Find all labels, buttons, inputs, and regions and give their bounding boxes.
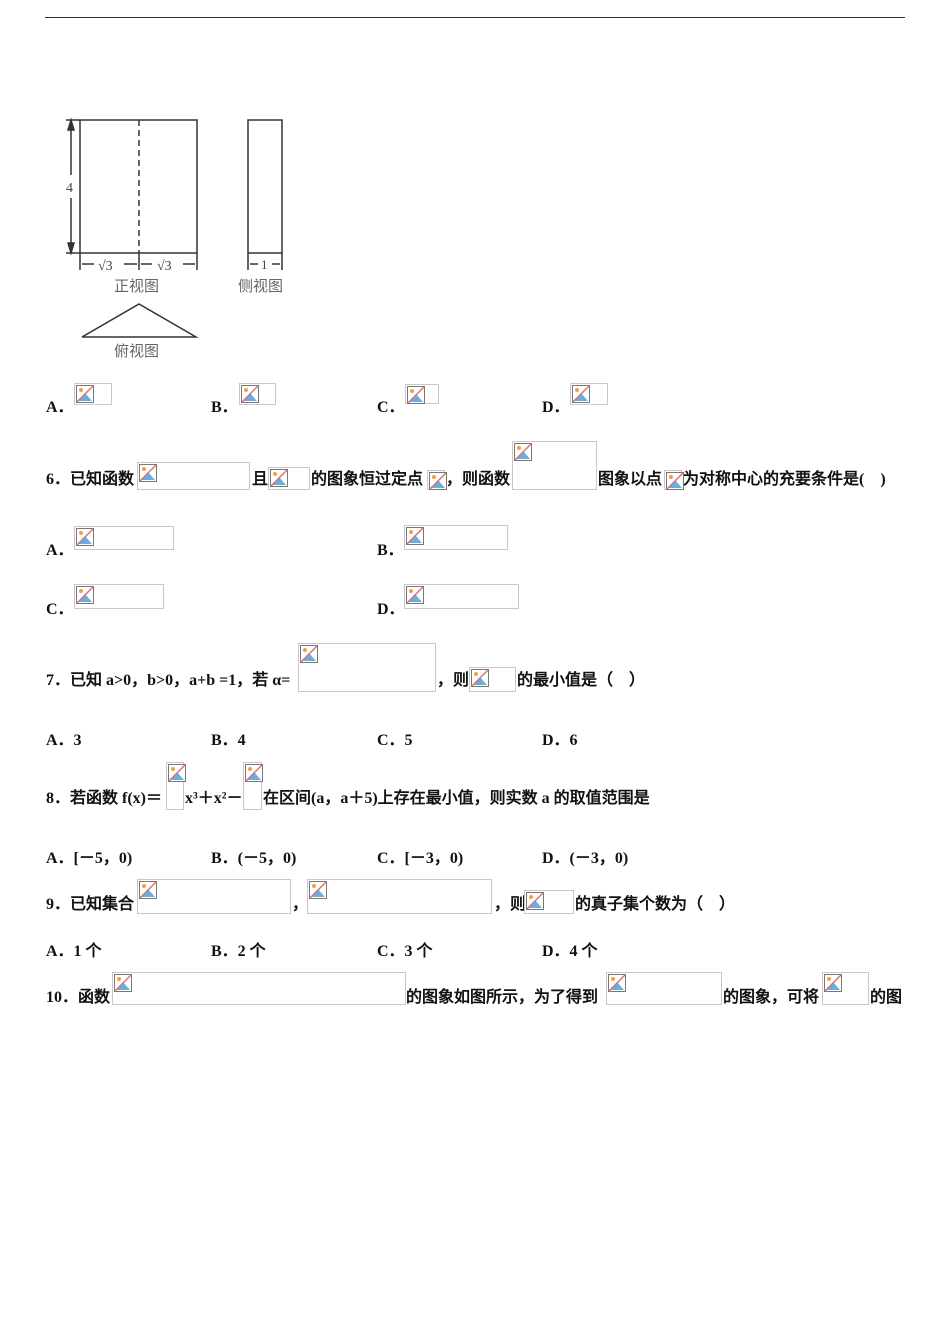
broken-image — [74, 526, 174, 550]
broken-image-icon — [429, 472, 447, 490]
q6-text-2: 的图象恒过定点 — [311, 471, 424, 488]
q6-text-3: ，则函数 — [446, 471, 511, 488]
q10-text-1: 的图象如图所示，为了得到 — [406, 989, 599, 1006]
q8-option-d: D．(－3，0) — [542, 850, 629, 867]
q7-text-2: 的最小值是（ ） — [517, 672, 646, 689]
q7-text-1: ，则 — [437, 672, 470, 689]
q5-option-a: A． — [46, 399, 74, 416]
broken-image — [405, 384, 439, 404]
broken-image — [469, 667, 516, 692]
q9-option-b: B．2 个 — [211, 943, 266, 960]
broken-image-icon — [526, 892, 544, 910]
q10-stem: 10．函数 — [46, 989, 111, 1006]
broken-image-icon — [824, 974, 842, 992]
q8-option-b: B．(－5，0) — [211, 850, 297, 867]
broken-image-icon — [406, 586, 424, 604]
broken-image-icon — [245, 764, 263, 782]
q6-option-c: C． — [46, 601, 74, 618]
broken-image-icon — [270, 469, 288, 487]
top-view-caption: 俯视图 — [114, 343, 159, 360]
broken-image — [427, 470, 447, 490]
q6-stem: 6．已知函数 — [46, 471, 135, 488]
broken-image-icon — [309, 881, 327, 899]
broken-image-icon — [514, 443, 532, 461]
q10-text-3: 的图 — [870, 989, 903, 1006]
width-label-right: √3 — [157, 259, 172, 274]
q9-text-1: ， — [292, 896, 309, 913]
top-view-triangle — [81, 303, 199, 338]
broken-image — [512, 441, 597, 490]
side-view-caption: 侧视图 — [238, 278, 283, 295]
broken-image — [307, 879, 492, 914]
broken-image-icon — [406, 527, 424, 545]
three-view-figure: 4 √3 √3 1 正视图 侧视图 俯视图 — [66, 117, 283, 360]
broken-image-icon — [608, 974, 626, 992]
height-label: 4 — [66, 181, 73, 196]
broken-image-icon — [300, 645, 318, 663]
header-rule — [45, 17, 905, 18]
q8-option-a: A．[－5，0) — [46, 850, 133, 867]
broken-image — [298, 643, 436, 692]
q8-stem: 8．若函数 f(x)＝ — [46, 790, 162, 807]
q5-option-c: C． — [377, 399, 405, 416]
broken-image-icon — [666, 472, 684, 490]
broken-image — [822, 972, 869, 1005]
broken-image — [664, 470, 684, 490]
q9-option-a: A．1 个 — [46, 943, 102, 960]
broken-image-icon — [241, 385, 259, 403]
broken-image — [166, 762, 186, 810]
broken-image — [404, 525, 508, 550]
broken-image-icon — [572, 385, 590, 403]
q7-option-d: D．6 — [542, 732, 578, 749]
broken-image — [268, 467, 310, 490]
broken-image — [243, 762, 263, 810]
broken-image-icon — [407, 386, 425, 404]
q9-text-3: 的真子集个数为（ ） — [575, 896, 736, 913]
q7-stem: 7．已知 a>0，b>0，a+b =1，若 α= — [46, 672, 291, 689]
broken-image-icon — [76, 528, 94, 546]
q10-text-2: 的图象，可将 — [723, 989, 820, 1006]
broken-image-icon — [114, 974, 132, 992]
broken-image — [74, 383, 112, 405]
broken-image — [524, 890, 574, 914]
q9-stem: 9．已知集合 — [46, 896, 135, 913]
broken-image — [239, 383, 276, 405]
q5-option-b: B． — [211, 399, 238, 416]
broken-image — [74, 584, 164, 609]
side-view-rect — [247, 119, 283, 254]
q9-option-d: D．4 个 — [542, 943, 598, 960]
broken-image-icon — [471, 669, 489, 687]
front-view-caption: 正视图 — [114, 278, 159, 295]
broken-image-icon — [76, 586, 94, 604]
q9-option-c: C．3 个 — [377, 943, 433, 960]
q5-option-d: D． — [542, 399, 570, 416]
broken-image-icon — [139, 881, 157, 899]
q6-option-d: D． — [377, 601, 405, 618]
q7-option-a: A．3 — [46, 732, 82, 749]
q8-option-c: C．[－3，0) — [377, 850, 464, 867]
q7-option-b: B．4 — [211, 732, 246, 749]
broken-image — [606, 972, 722, 1005]
q9-text-2: ，则 — [494, 896, 527, 913]
q6-option-a: A． — [46, 542, 74, 559]
q8-mid: x³＋x²－ — [185, 790, 243, 807]
q7-option-c: C．5 — [377, 732, 413, 749]
q8-tail: 在区间(a，a＋5)上存在最小值，则实数 a 的取值范围是 — [263, 790, 650, 807]
q6-text-4: 图象以点 — [598, 471, 663, 488]
q6-text-1: 且 — [252, 471, 269, 488]
broken-image-icon — [139, 464, 157, 482]
q6-option-b: B． — [377, 542, 404, 559]
broken-image-icon — [76, 385, 94, 403]
side-width-label: 1 — [261, 257, 268, 272]
q6-text-5: 为对称中心的充要条件是( ) — [683, 471, 886, 488]
width-label-left: √3 — [98, 259, 113, 274]
broken-image-icon — [168, 764, 186, 782]
broken-image — [112, 972, 406, 1005]
broken-image — [570, 383, 608, 405]
broken-image — [137, 462, 250, 490]
broken-image — [404, 584, 519, 609]
broken-image — [137, 879, 291, 914]
